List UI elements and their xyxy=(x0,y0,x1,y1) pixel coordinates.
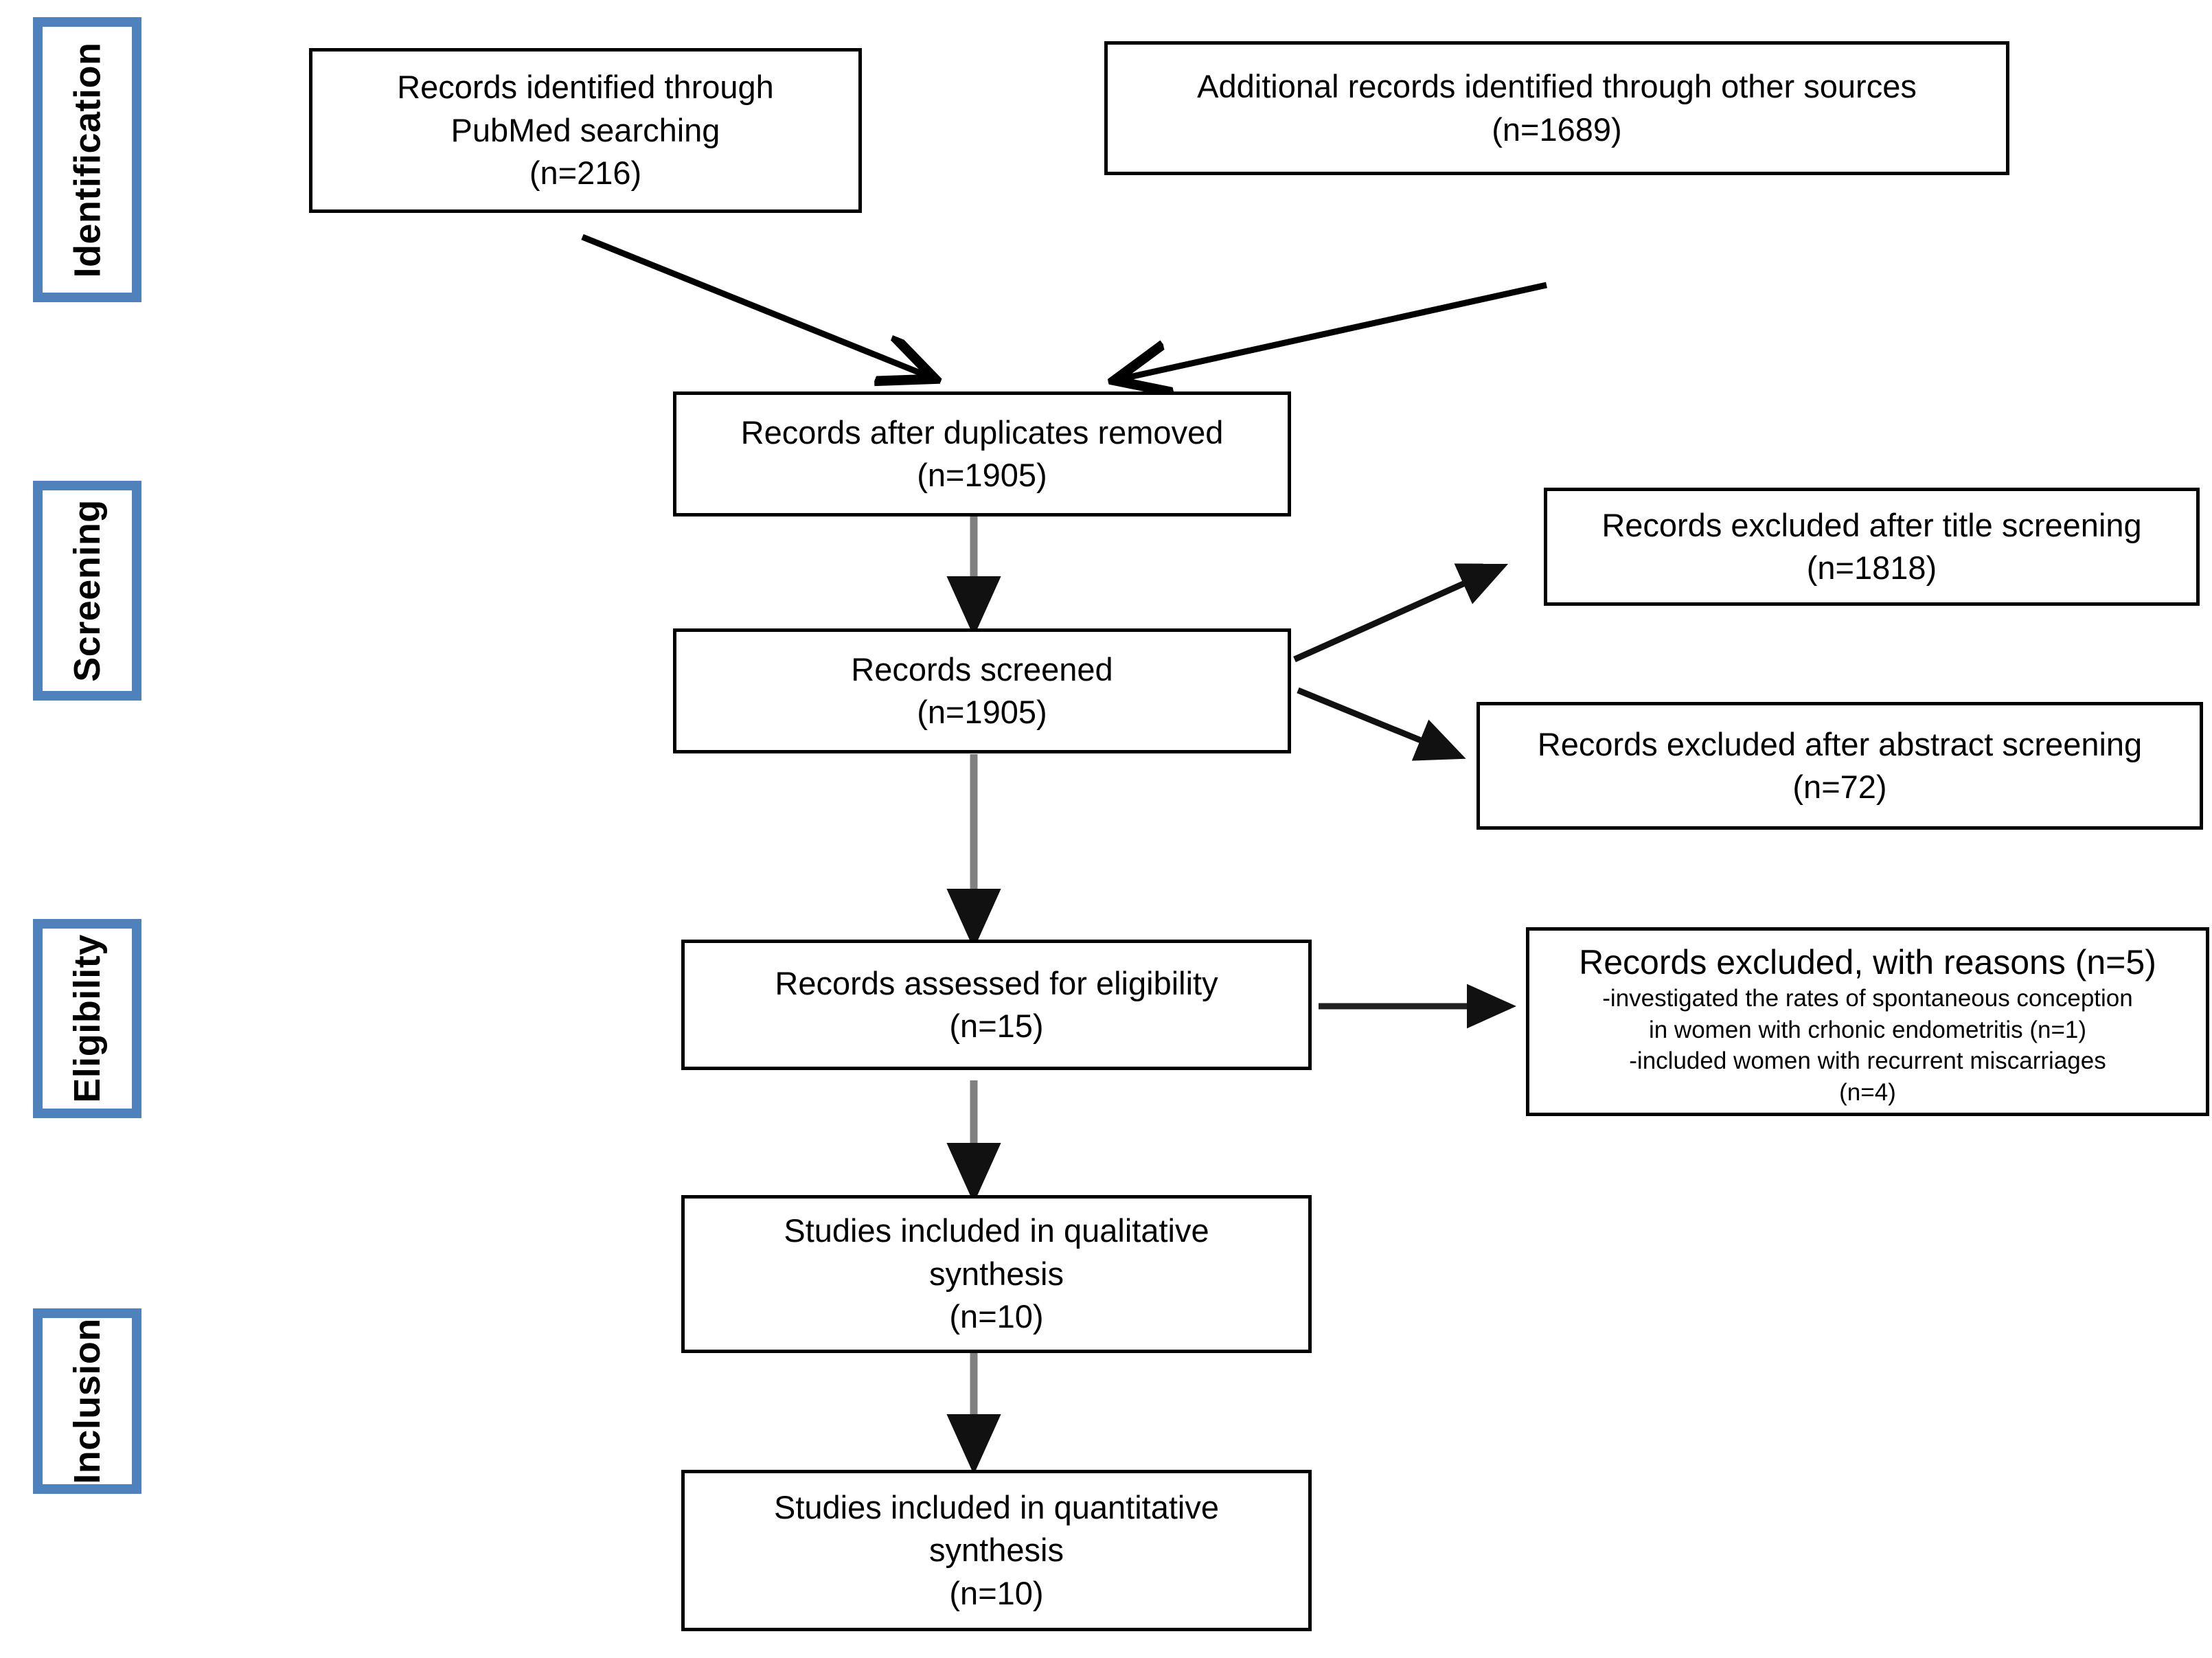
box-records-identified-pubmed: Records identified through PubMed search… xyxy=(309,48,862,213)
box-additional-records-other-sources-line1: Additional records identified through ot… xyxy=(1197,68,1917,104)
box-records-excluded-with-reasons-reason2-line2: (n=4) xyxy=(1839,1078,1896,1106)
box-records-excluded-abstract-screening: Records excluded after abstract screenin… xyxy=(1476,702,2203,830)
box-studies-quantitative-synthesis: Studies included in quantitative synthes… xyxy=(681,1470,1312,1631)
box-records-screened: Records screened (n=1905) xyxy=(673,628,1291,753)
box-records-identified-pubmed-line3: (n=216) xyxy=(529,155,642,192)
box-records-assessed-for-eligibility-line1: Records assessed for eligibility xyxy=(775,964,1218,1001)
stage-label-identification-text: Identification xyxy=(67,42,108,277)
stage-label-identification: Identification xyxy=(33,17,141,302)
box-records-excluded-abstract-screening-line2: (n=72) xyxy=(1792,769,1887,805)
box-records-excluded-title-screening-line2: (n=1818) xyxy=(1806,549,1937,586)
box-records-identified-pubmed-line1: Records identified through xyxy=(397,69,774,106)
box-records-excluded-with-reasons-reason1-line1: -investigated the rates of spontaneous c… xyxy=(1602,985,2133,1012)
box-studies-qualitative-synthesis: Studies included in qualitative synthesi… xyxy=(681,1195,1312,1353)
arrow-other-to-duplicates xyxy=(1126,282,1547,378)
box-studies-qualitative-synthesis-line1: Studies included in qualitative xyxy=(784,1212,1209,1249)
box-records-excluded-title-screening: Records excluded after title screening (… xyxy=(1544,488,2200,606)
box-records-identified-pubmed-line2: PubMed searching xyxy=(451,111,720,148)
box-records-excluded-with-reasons-title: Records excluded, with reasons (n=5) xyxy=(1579,943,2156,981)
box-records-screened-line2: (n=1905) xyxy=(917,694,1047,730)
arrow-pubmed-to-duplicates xyxy=(581,234,924,374)
box-records-excluded-abstract-screening-line1: Records excluded after abstract screenin… xyxy=(1537,725,2143,762)
box-records-excluded-with-reasons-reason2-line1: -included women with recurrent miscarria… xyxy=(1629,1047,2106,1074)
box-records-excluded-with-reasons-reason1-line2: in women with crhonic endometritis (n=1) xyxy=(1648,1016,2087,1043)
box-studies-qualitative-synthesis-line2: synthesis xyxy=(929,1255,1064,1292)
box-records-excluded-with-reasons: Records excluded, with reasons (n=5) -in… xyxy=(1526,927,2209,1116)
box-records-after-duplicates-removed-line2: (n=1905) xyxy=(917,457,1047,493)
box-records-screened-line1: Records screened xyxy=(851,650,1113,688)
box-studies-quantitative-synthesis-line3: (n=10) xyxy=(949,1574,1044,1611)
box-records-assessed-for-eligibility-line2: (n=15) xyxy=(949,1008,1044,1044)
box-records-after-duplicates-removed: Records after duplicates removed (n=1905… xyxy=(673,391,1291,516)
box-records-after-duplicates-removed-line1: Records after duplicates removed xyxy=(740,413,1224,451)
stage-label-eligibility: Eligibility xyxy=(33,919,141,1118)
box-additional-records-other-sources-line2: (n=1689) xyxy=(1492,111,1622,148)
box-additional-records-other-sources: Additional records identified through ot… xyxy=(1104,41,2009,175)
box-records-assessed-for-eligibility: Records assessed for eligibility (n=15) xyxy=(681,940,1312,1070)
box-studies-qualitative-synthesis-line3: (n=10) xyxy=(949,1298,1044,1335)
stage-label-inclusion-text: Inclusion xyxy=(67,1318,109,1484)
box-studies-quantitative-synthesis-line2: synthesis xyxy=(929,1532,1064,1569)
box-records-excluded-title-screening-line1: Records excluded after title screening xyxy=(1601,506,2142,543)
arrow-screened-to-excluded-title xyxy=(1293,563,1509,663)
stage-label-screening: Screening xyxy=(33,481,141,701)
stage-label-inclusion: Inclusion xyxy=(33,1308,141,1494)
box-studies-quantitative-synthesis-line1: Studies included in quantitative xyxy=(774,1488,1219,1525)
stage-label-screening-text: Screening xyxy=(67,499,108,682)
stage-label-eligibility-text: Eligibility xyxy=(67,934,108,1103)
arrow-screened-to-excluded-abstract xyxy=(1297,687,1466,761)
